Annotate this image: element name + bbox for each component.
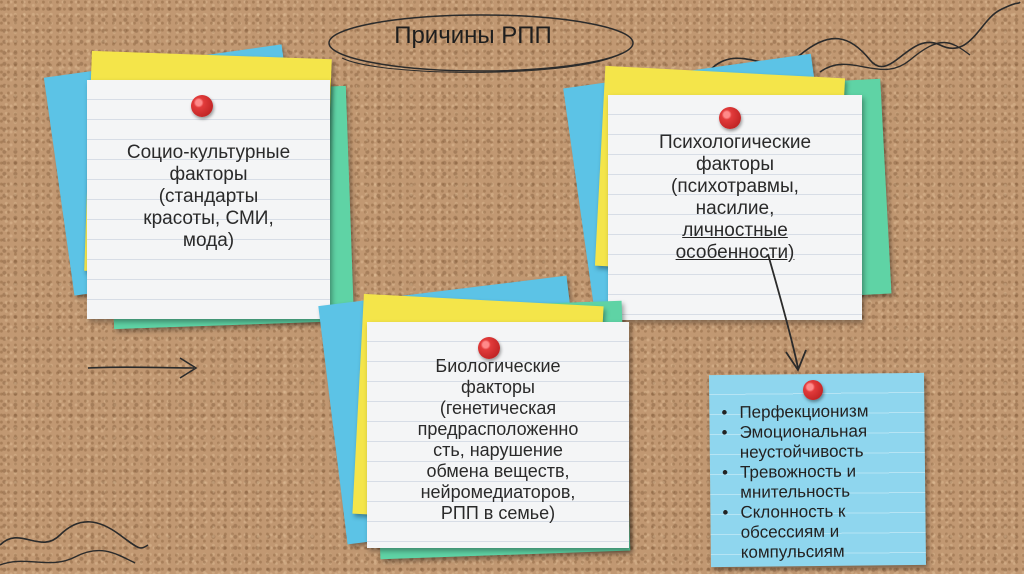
note-card-psych: Психологические факторы (психотравмы, на… [608, 95, 862, 320]
psych-line-5: личностные [682, 220, 788, 241]
note-text-bio: Биологические факторы (генетическая пред… [375, 356, 621, 524]
trait-4-line-2: обсессиям и [740, 521, 840, 542]
bio-line-5: сть, нарушение [433, 440, 563, 460]
bio-line-6: обмена веществ, [426, 461, 570, 481]
traits-list: Перфекционизм Эмоциональная неустойчивос… [717, 401, 919, 563]
psych-line-2: факторы [695, 154, 774, 175]
socio-line-4: красоты, СМИ, [143, 208, 274, 229]
note-card-traits: Перфекционизм Эмоциональная неустойчивос… [709, 372, 926, 568]
note-card-socio: Социо-культурные факторы (стандарты крас… [87, 80, 330, 319]
socio-line-5: мода) [182, 230, 235, 251]
trait-2-line-2: неустойчивость [739, 441, 864, 462]
psych-line-4: насилие, [695, 198, 775, 219]
trait-1-line-1: Перфекционизм [739, 401, 869, 422]
socio-line-2: факторы [169, 164, 248, 185]
page-title: Причины РПП [394, 22, 552, 49]
push-pin-icon [191, 95, 213, 117]
psych-line-1: Психологические [658, 132, 812, 153]
trait-3-line-2: мнительность [740, 481, 851, 502]
bio-line-2: факторы [461, 377, 535, 397]
list-item: Перфекционизм [717, 401, 917, 423]
scribble-decoration-bottom-left [0, 521, 149, 566]
push-pin-icon [719, 107, 741, 129]
psych-line-6: особенности) [675, 242, 795, 263]
socio-line-3: (стандарты [158, 186, 259, 207]
bio-line-1: Биологические [435, 356, 561, 376]
note-text-socio: Социо-культурные факторы (стандарты крас… [97, 142, 320, 252]
note-card-bio: Биологические факторы (генетическая пред… [367, 322, 629, 548]
title-ellipse [328, 14, 634, 73]
trait-2-line-1: Эмоциональная [739, 421, 868, 442]
arrow-icon-left [87, 357, 198, 379]
bio-line-7: нейромедиаторов, [420, 482, 576, 502]
arrow-icon-down [767, 253, 807, 372]
push-pin-icon [478, 337, 500, 359]
trait-4-line-3: компульсиям [740, 541, 845, 562]
list-item: Склонность к обсессиям и компульсиям [718, 501, 919, 563]
bio-line-3: (генетическая [439, 398, 557, 418]
bio-line-4: предрасположенно [417, 419, 579, 439]
note-text-psych: Психологические факторы (психотравмы, на… [618, 132, 852, 264]
socio-line-1: Социо-культурные [126, 142, 291, 163]
trait-3-line-1: Тревожность и [739, 461, 857, 482]
list-item: Тревожность и мнительность [718, 461, 918, 503]
trait-4-line-1: Склонность к [740, 501, 846, 522]
psych-line-3: (психотравмы, [671, 176, 799, 197]
push-pin-icon [803, 380, 823, 400]
list-item: Эмоциональная неустойчивость [718, 421, 918, 463]
bio-line-8: РПП в семье) [440, 503, 556, 523]
